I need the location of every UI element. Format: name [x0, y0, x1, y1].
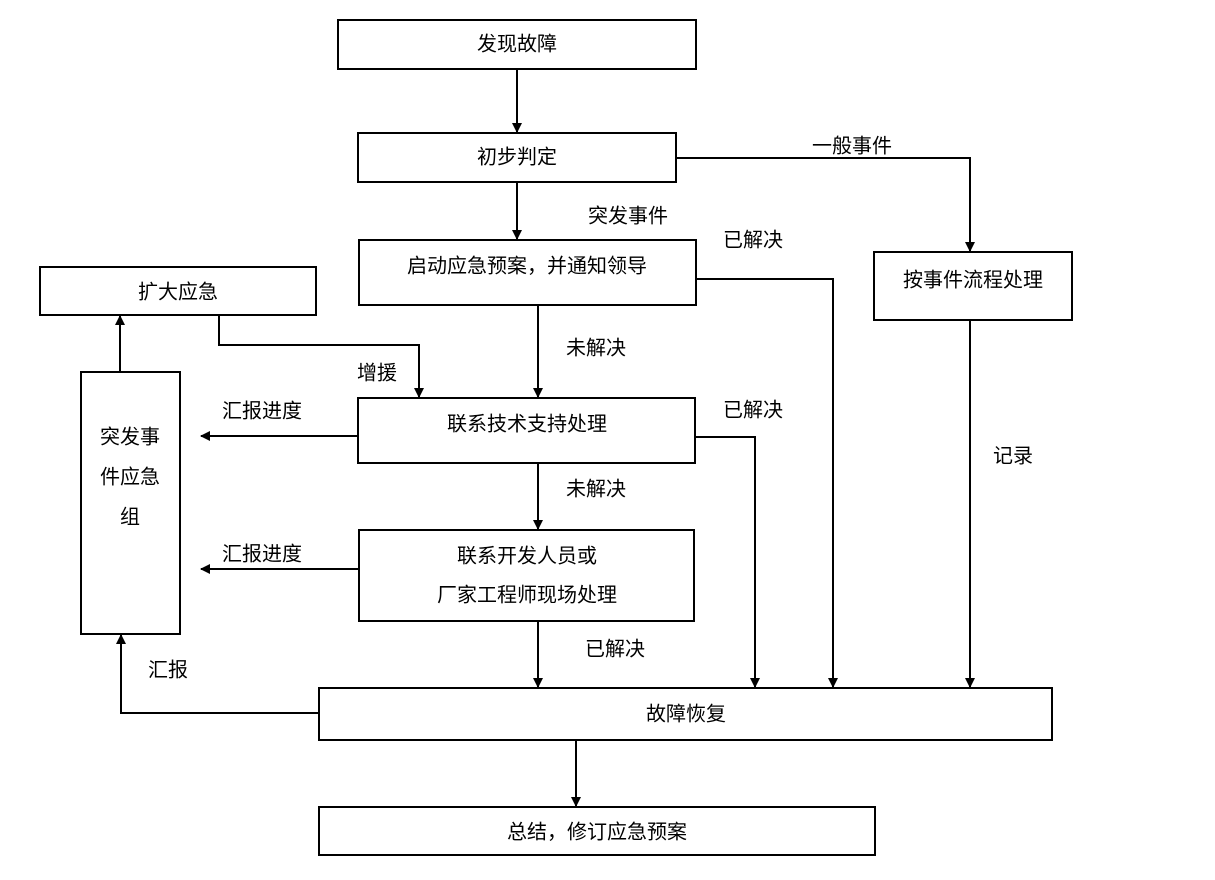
edge-recovery-to-group [116, 634, 319, 714]
label-unresolved-1: 未解决 [566, 336, 626, 360]
edge-plan-to-recovery [696, 278, 838, 688]
label-report-progress-2: 汇报进度 [222, 542, 302, 566]
node-summary: 总结，修订应急预案 [318, 806, 876, 856]
node-dev-onsite: 联系开发人员或 厂家工程师现场处理 [358, 529, 695, 622]
node-recovery-label: 故障恢复 [646, 702, 726, 726]
label-report-progress-1: 汇报进度 [222, 399, 302, 423]
node-start-plan-label: 启动应急预案，并通知领导 [407, 254, 647, 278]
label-resolved-3: 已解决 [585, 637, 645, 661]
node-expand: 扩大应急 [39, 266, 317, 316]
node-summary-label: 总结，修订应急预案 [507, 820, 687, 844]
label-unresolved-2: 未解决 [566, 477, 626, 501]
node-discover-label: 发现故障 [477, 32, 557, 56]
label-resolved-2: 已解决 [723, 398, 783, 422]
node-event-process-label: 按事件流程处理 [903, 268, 1043, 292]
node-tech-support: 联系技术支持处理 [357, 397, 696, 464]
node-dev-onsite-line1: 联系开发人员或 [457, 544, 597, 568]
node-emergency-group: 突发事 件应急 组 [80, 371, 181, 635]
label-sudden-event: 突发事件 [588, 204, 668, 228]
edge-tech-support-to-recovery [695, 436, 760, 688]
label-resolved-1: 已解决 [723, 228, 783, 252]
node-tech-support-label: 联系技术支持处理 [447, 412, 607, 436]
node-emergency-group-line2: 件应急 [100, 465, 160, 489]
label-report: 汇报 [148, 658, 188, 682]
label-reinforce: 增援 [357, 361, 397, 385]
label-record: 记录 [993, 444, 1033, 468]
node-event-process: 按事件流程处理 [873, 251, 1073, 321]
node-initial-judgment-label: 初步判定 [477, 145, 557, 169]
node-initial-judgment: 初步判定 [357, 132, 677, 183]
node-recovery: 故障恢复 [318, 687, 1053, 741]
node-start-plan: 启动应急预案，并通知领导 [358, 239, 697, 306]
node-emergency-group-line1: 突发事 [100, 425, 160, 449]
node-discover: 发现故障 [337, 19, 697, 70]
label-general-event: 一般事件 [812, 134, 892, 158]
edge-judgment-to-event-process [676, 157, 975, 252]
node-dev-onsite-line2: 厂家工程师现场处理 [437, 583, 617, 607]
node-emergency-group-line3: 组 [120, 505, 140, 529]
edge-expand-to-tech-support [218, 315, 424, 398]
node-expand-label: 扩大应急 [138, 280, 218, 304]
